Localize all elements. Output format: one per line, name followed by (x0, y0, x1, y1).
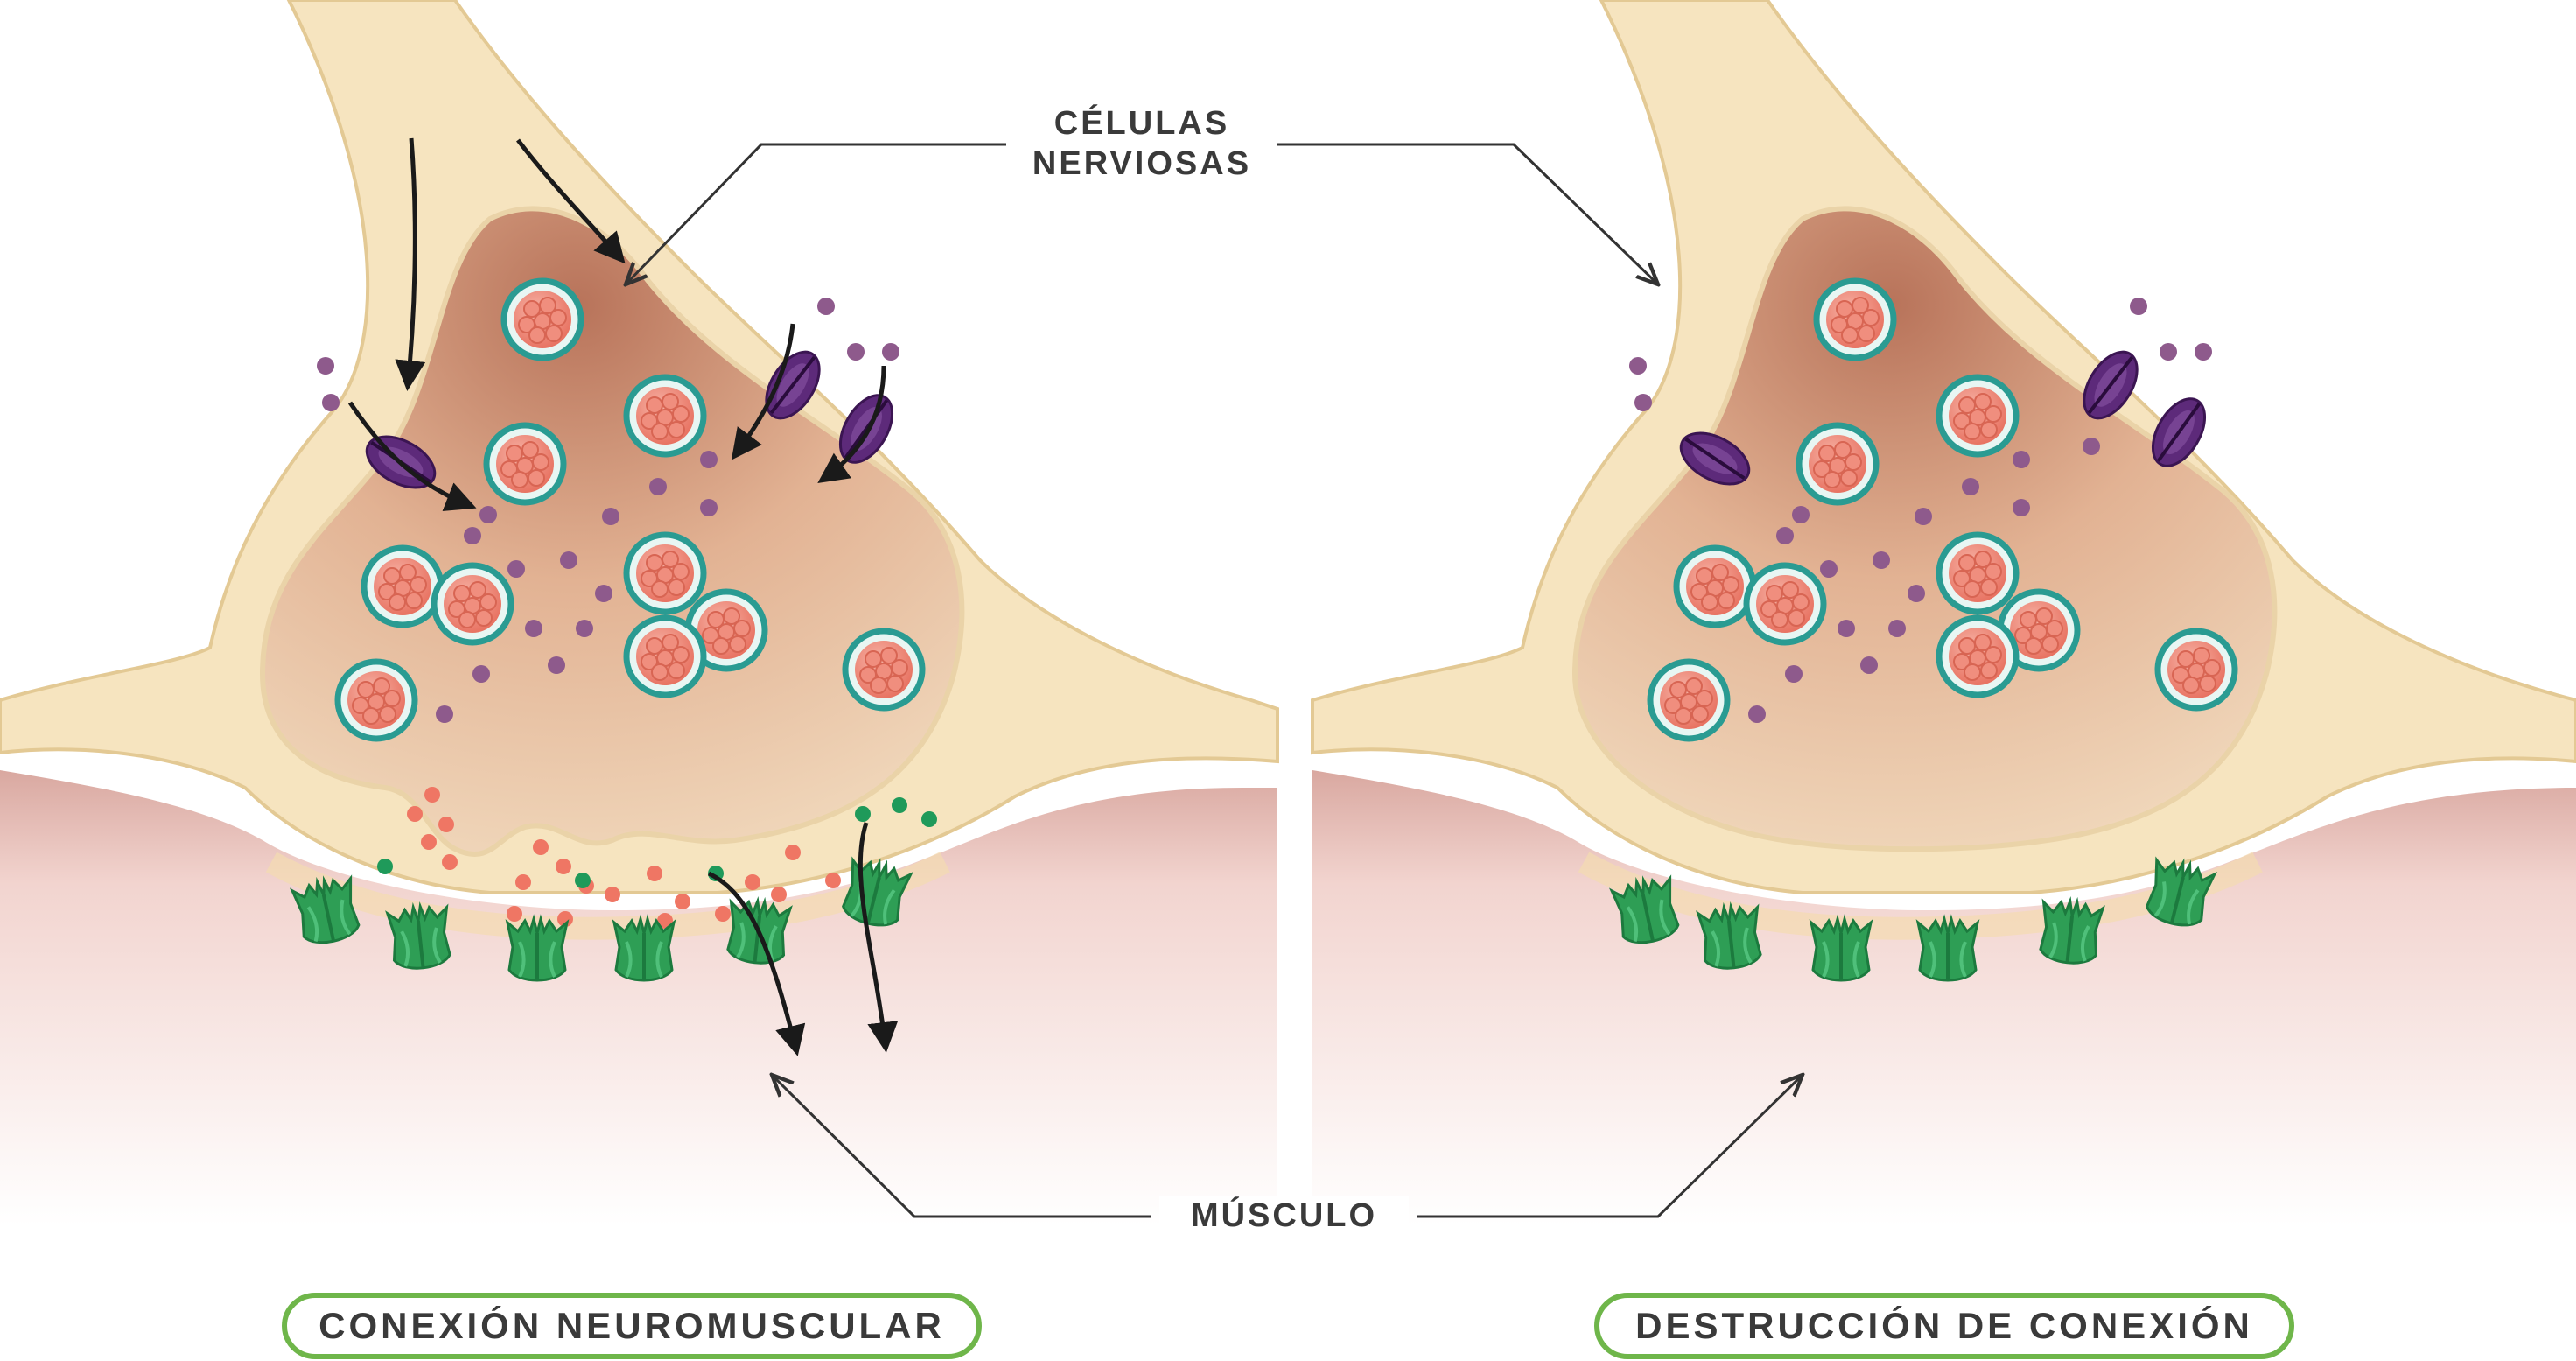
panel-left-illustration (0, 0, 1279, 1225)
nerve-cells-label: CÉLULAS NERVIOSAS (1015, 103, 1269, 184)
nerve-terminal-right (1572, 206, 2278, 852)
nerve-terminal-left (259, 206, 965, 857)
callout-line-muscle-left (772, 1075, 1151, 1218)
muscle-label: MÚSCULO (1159, 1196, 1409, 1236)
panel-right-title-text: DESTRUCCIÓN DE CONEXIÓN (1635, 1305, 2253, 1346)
panel-right-illustration (1311, 0, 2576, 1225)
callout-line-muscle-right (1418, 1075, 1802, 1218)
callout-line-nerve-right (1278, 143, 1658, 284)
panel-left-title-text: CONEXIÓN NEUROMUSCULAR (318, 1305, 945, 1346)
panel-left-title: CONEXIÓN NEUROMUSCULAR (282, 1293, 982, 1359)
panel-right-title: DESTRUCCIÓN DE CONEXIÓN (1594, 1293, 2294, 1359)
callout-line-nerve-left (626, 143, 1006, 284)
